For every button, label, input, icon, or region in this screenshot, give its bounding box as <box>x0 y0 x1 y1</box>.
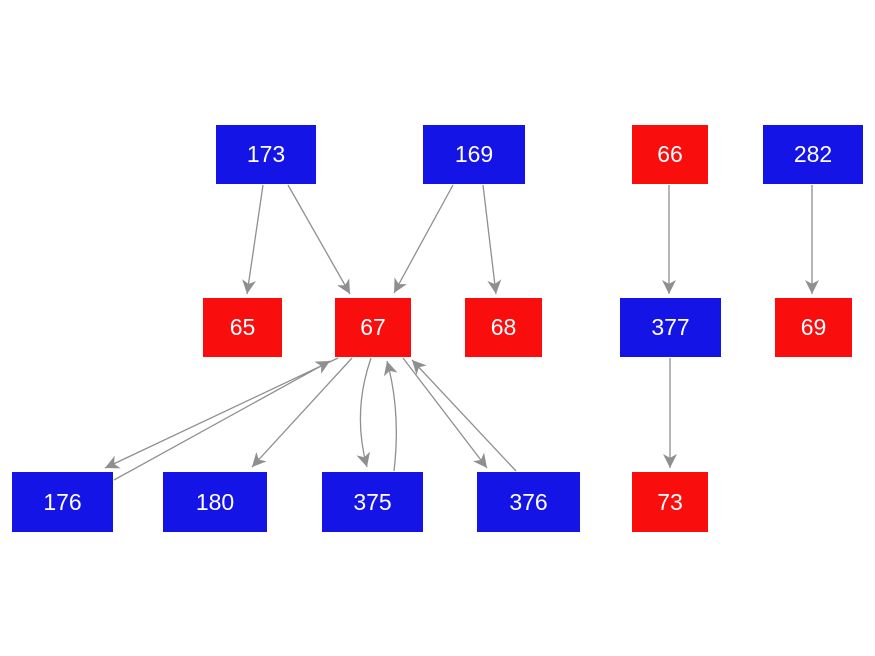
node-169[interactable]: 169 <box>423 125 525 184</box>
node-176[interactable]: 176 <box>12 472 113 532</box>
node-377[interactable]: 377 <box>620 298 721 357</box>
node-375[interactable]: 375 <box>322 472 423 532</box>
node-68[interactable]: 68 <box>465 298 542 357</box>
node-69[interactable]: 69 <box>775 298 852 357</box>
edge-176-67 <box>113 360 331 481</box>
edge-375-67 <box>383 360 398 472</box>
edge-173-65 <box>242 184 264 295</box>
edge-67-375 <box>356 357 372 468</box>
node-376[interactable]: 376 <box>477 472 580 532</box>
node-180[interactable]: 180 <box>163 472 267 532</box>
edge-67-376 <box>402 357 488 469</box>
node-66[interactable]: 66 <box>632 125 708 184</box>
edge-169-67 <box>393 184 454 294</box>
edge-67-176 <box>104 357 339 469</box>
edge-169-68 <box>482 184 502 295</box>
node-65[interactable]: 65 <box>203 298 282 357</box>
edge-376-67 <box>411 359 517 472</box>
edge-173-67 <box>287 184 351 295</box>
node-173[interactable]: 173 <box>216 125 316 184</box>
node-282[interactable]: 282 <box>763 125 863 184</box>
node-67[interactable]: 67 <box>335 298 411 357</box>
node-73[interactable]: 73 <box>632 472 708 532</box>
edge-67-180 <box>251 357 353 468</box>
